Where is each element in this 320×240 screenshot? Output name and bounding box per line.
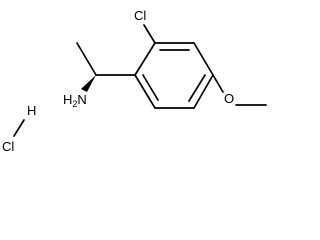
chemical-structure-diagram: Cl O H2N H Cl xyxy=(2,8,267,154)
ring-chlorine-label: Cl xyxy=(134,8,146,23)
methoxy-oxygen-label: O xyxy=(224,91,234,106)
bond-salt-h-cl xyxy=(13,119,25,137)
ring-bond-c1-c2 xyxy=(134,42,156,76)
bond-c2-cl xyxy=(143,24,156,44)
amine-n: N xyxy=(77,92,86,107)
ring-bond-c6-c1 xyxy=(134,74,156,109)
ring-bond-c4-c5 xyxy=(193,74,214,109)
salt-hydrogen-label: H xyxy=(27,103,36,118)
amine-subscript: 2 xyxy=(72,99,77,109)
ring-double-bond-c6-c1 xyxy=(142,74,159,101)
bond-chiral-carbon-methyl xyxy=(76,42,97,76)
salt-chlorine-label: Cl xyxy=(2,139,14,154)
ring-bond-c3-c4 xyxy=(193,42,214,76)
ring-double-bond-c4-c5 xyxy=(188,74,206,102)
amine-label: H2N xyxy=(63,92,87,109)
bond-c4-o xyxy=(212,74,224,93)
wedge-bond-chiral-carbon-nh2 xyxy=(81,75,96,92)
amine-h: H xyxy=(63,92,72,107)
